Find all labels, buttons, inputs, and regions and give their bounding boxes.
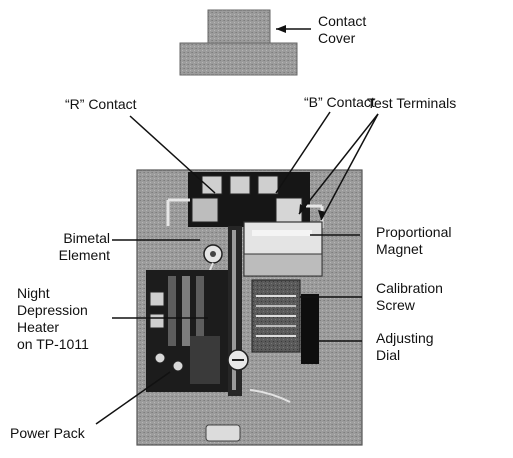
heater-power-pack: [146, 270, 228, 392]
leader-b-contact: [275, 111, 331, 194]
label-contact-cover: Contact Cover: [318, 13, 366, 47]
leader-r-contact: [129, 115, 216, 194]
leader-test-terminal-left: [298, 113, 379, 215]
label-calibration-screw: Calibration Screw: [376, 280, 443, 313]
proportional-magnet: [243, 221, 323, 277]
arrow-test-terminal-right: [318, 210, 326, 220]
calibration-dial-assembly: [251, 279, 319, 364]
leader-lines: [95, 28, 379, 425]
label-b-contact: “B” Contact: [304, 94, 375, 110]
label-proportional-magnet: Proportional Magnet: [376, 224, 452, 257]
leader-test-terminal-right: [320, 113, 379, 221]
label-contact-cover-line-2: Cover: [318, 30, 356, 46]
leader-power-pack: [95, 371, 171, 425]
arrow-contact-cover: [276, 25, 286, 33]
label-r-contact: “R” Contact: [65, 96, 137, 112]
contact-cover-part: [179, 9, 298, 76]
label-test-terminals: Test Terminals: [367, 95, 457, 111]
label-adjusting-dial: Adjusting Dial: [376, 330, 434, 363]
arrow-test-terminal-left: [299, 204, 306, 214]
contact-housing: [166, 172, 324, 228]
label-power-pack: Power Pack: [10, 425, 85, 441]
lower-screw: [227, 349, 291, 403]
label-night-depression-heater: Night Depression Heater on TP-1011: [17, 285, 89, 352]
label-contact-cover-line-1: Contact: [318, 13, 367, 29]
label-bimetal-element: Bimetal Element: [58, 230, 110, 263]
